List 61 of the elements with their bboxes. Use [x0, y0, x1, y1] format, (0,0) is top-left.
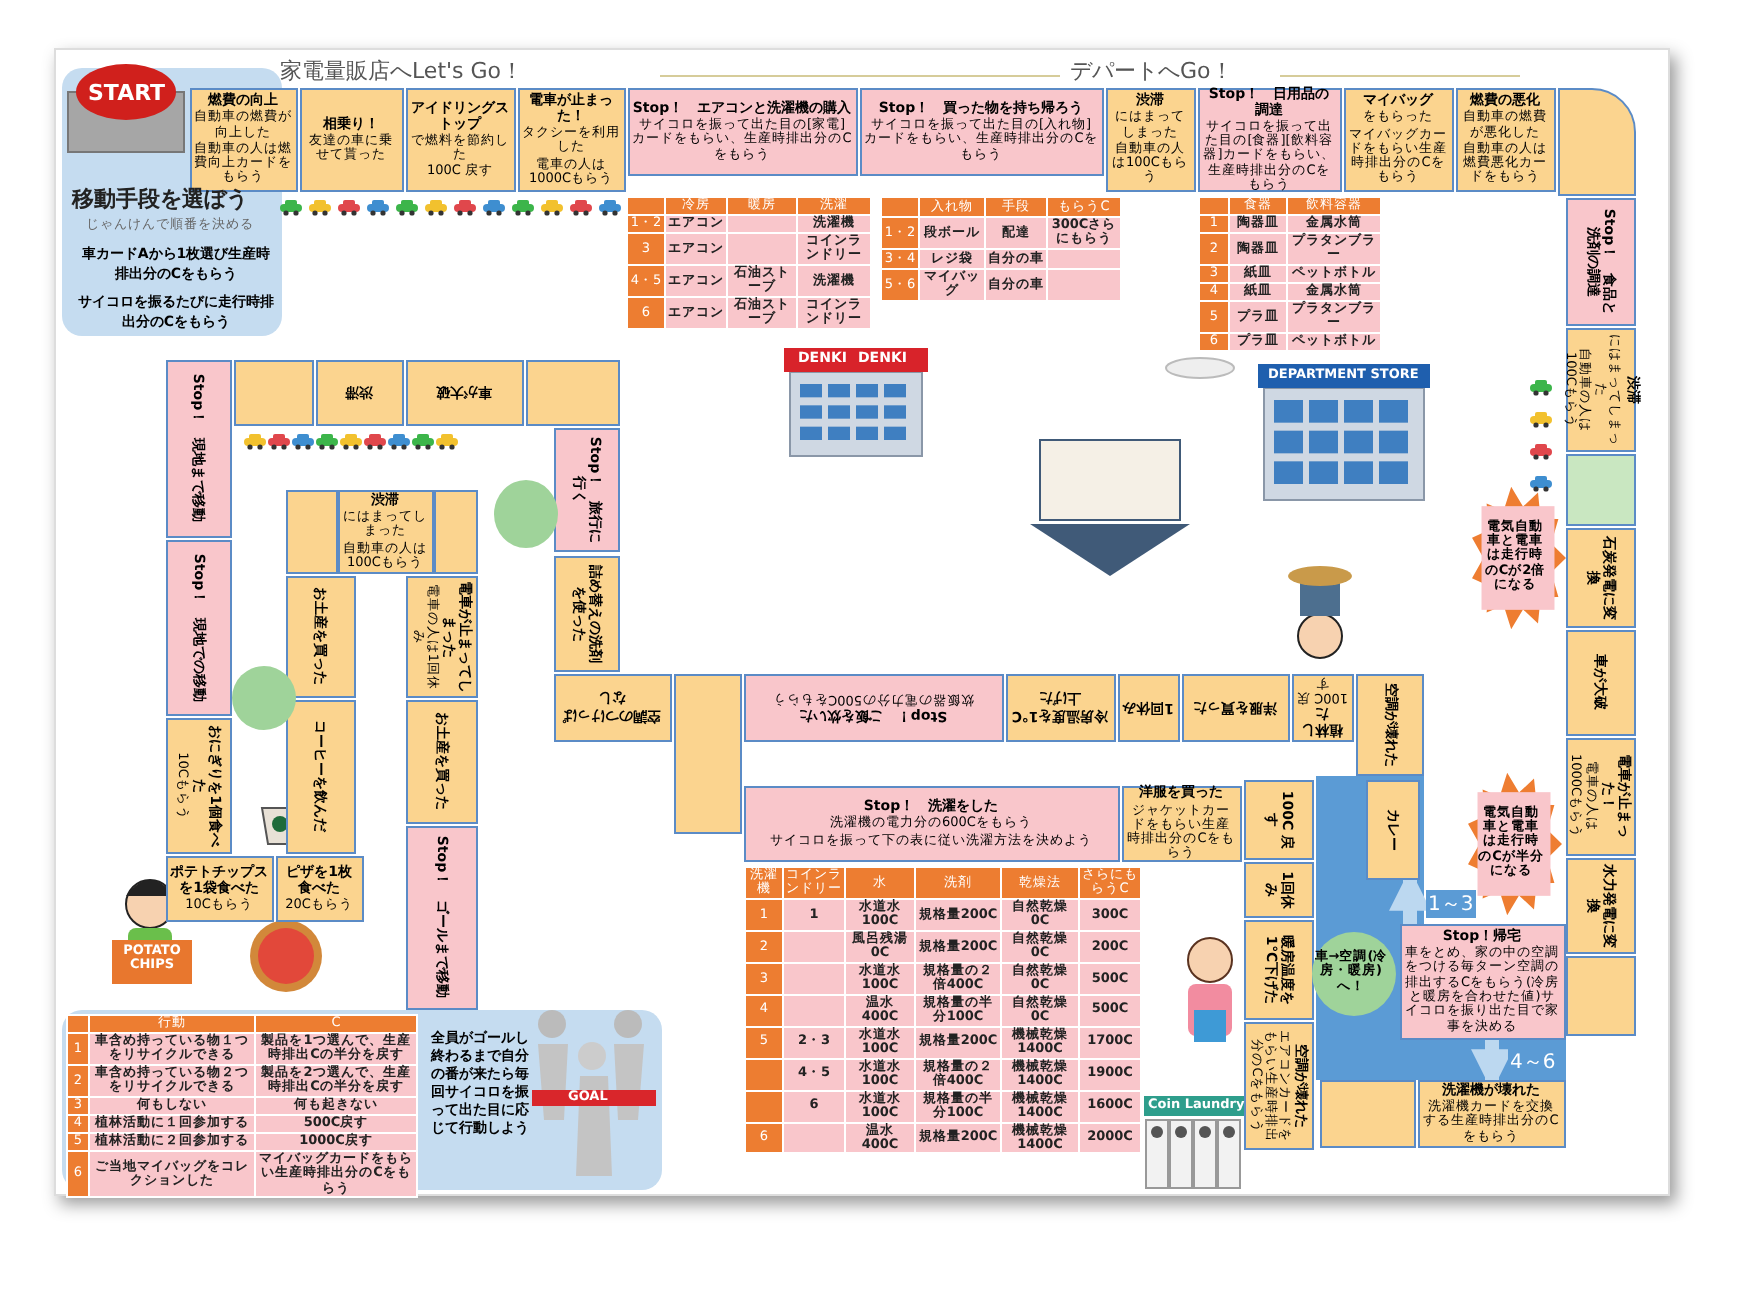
board-square	[1366, 780, 1420, 880]
stop-square	[406, 826, 478, 1010]
board-square	[1566, 738, 1636, 856]
starburst	[1470, 486, 1566, 630]
button-label: START	[88, 80, 166, 106]
board-square	[1566, 956, 1636, 1036]
board-square	[406, 576, 478, 698]
board-square	[316, 360, 404, 426]
board-square	[1320, 1080, 1416, 1148]
panel-heading: 移動手段を選ぼう	[72, 184, 248, 214]
board-square	[276, 856, 364, 922]
board-square	[526, 360, 620, 426]
board-square	[1566, 454, 1636, 526]
stop-square	[1400, 924, 1566, 1040]
stop-square	[1198, 88, 1342, 192]
board-square	[286, 700, 356, 854]
board-square	[286, 576, 356, 698]
starburst	[1466, 772, 1562, 916]
heading: 家電量販店へLet's Go！	[280, 56, 524, 86]
board-square	[1292, 674, 1354, 742]
board-square	[434, 490, 478, 574]
stop-square	[1566, 198, 1636, 326]
board-square	[1566, 630, 1636, 736]
board-square	[1006, 674, 1116, 742]
board-square	[1244, 862, 1314, 918]
stop-square	[744, 786, 1120, 862]
board-square	[406, 360, 524, 426]
board-square	[554, 674, 672, 742]
board-square	[406, 88, 516, 192]
stop-square	[860, 88, 1104, 176]
board-square	[286, 490, 338, 574]
board-square	[166, 718, 232, 854]
stop-square	[166, 540, 232, 716]
board-square	[554, 556, 620, 672]
board-square	[234, 360, 314, 426]
board-square	[1456, 88, 1556, 192]
board-square	[300, 88, 404, 192]
board-square	[1244, 780, 1314, 860]
board-square	[1418, 1080, 1566, 1148]
board-square	[1122, 786, 1242, 862]
board-square	[518, 88, 626, 192]
board-square	[1558, 88, 1636, 196]
board-square	[338, 490, 434, 574]
board-square	[406, 700, 478, 824]
board-square	[1118, 674, 1180, 742]
edge-label: 1～3	[1426, 890, 1476, 918]
board-square	[1344, 88, 1454, 192]
board-square	[674, 674, 742, 834]
stop-square	[628, 88, 858, 176]
heading: デパートへGo！	[1070, 56, 1233, 86]
board-square	[1244, 920, 1314, 1020]
board-square	[1566, 528, 1636, 628]
board-square	[1566, 858, 1636, 954]
board-square	[1356, 674, 1424, 776]
board-square	[1182, 674, 1290, 742]
stop-square	[744, 674, 1004, 742]
board-square	[1106, 88, 1196, 192]
board-square	[166, 856, 274, 922]
board-square	[1244, 1022, 1314, 1150]
stop-square	[166, 360, 232, 538]
stop-square	[554, 428, 620, 552]
